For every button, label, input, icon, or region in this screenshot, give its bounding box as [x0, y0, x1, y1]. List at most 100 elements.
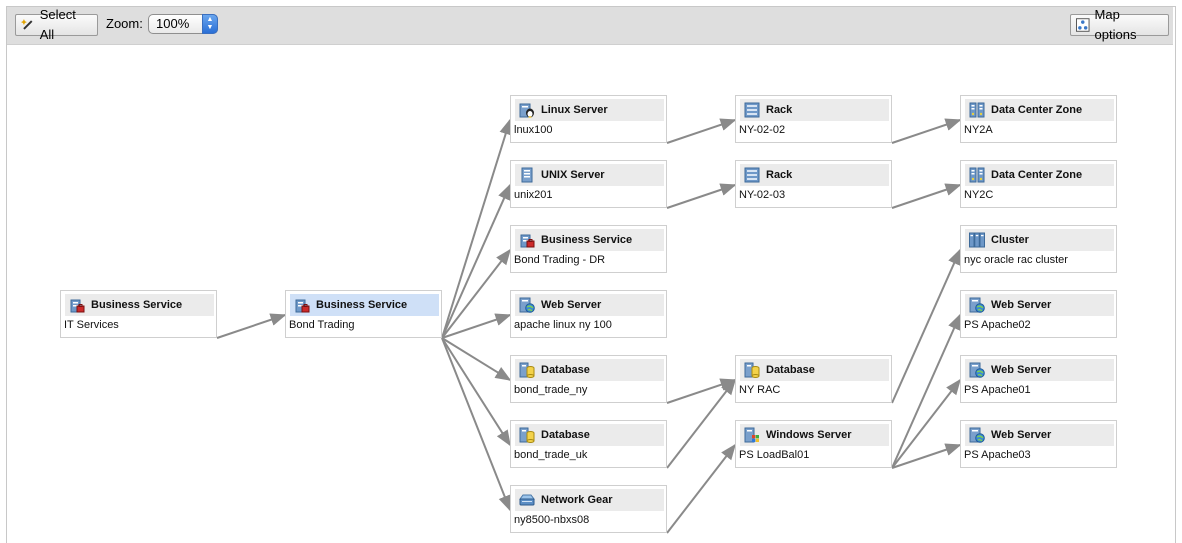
- node-type-label: Business Service: [316, 299, 408, 311]
- edge-rack-2-to-ny2c: [891, 183, 962, 209]
- edge-ny-rac-to-cluster: [891, 248, 961, 404]
- node-header: Web Server: [965, 294, 1114, 316]
- select-all-button[interactable]: Select All: [15, 7, 98, 42]
- zoom-select[interactable]: 100% ▲▼: [148, 14, 218, 34]
- rack-icon: [744, 167, 760, 183]
- node-type-label: Database: [766, 364, 815, 376]
- edge-linux100-to-rack-1: [666, 118, 737, 144]
- edge-bond-trade-ny-to-ny-rac: [666, 378, 737, 404]
- node-cluster[interactable]: Cluster nyc oracle rac cluster: [960, 225, 1117, 273]
- node-header: Windows Server: [740, 424, 889, 446]
- node-header: Network Gear: [515, 489, 664, 511]
- node-header: Business Service: [65, 294, 214, 316]
- node-type-label: Database: [541, 429, 590, 441]
- node-header: Linux Server: [515, 99, 664, 121]
- node-type-label: Web Server: [991, 364, 1052, 376]
- node-type-label: Rack: [766, 169, 793, 181]
- business-service-icon: [520, 234, 535, 248]
- node-type-label: Data Center Zone: [991, 104, 1083, 116]
- database-icon: [744, 362, 760, 378]
- node-apache02[interactable]: Web Server PS Apache02: [960, 290, 1117, 338]
- node-type-label: Cluster: [991, 234, 1029, 246]
- node-header: UNIX Server: [515, 164, 664, 186]
- node-type-label: Database: [541, 364, 590, 376]
- business-service-icon: [295, 299, 310, 313]
- node-type-label: Web Server: [991, 429, 1052, 441]
- node-apache01[interactable]: Web Server PS Apache01: [960, 355, 1117, 403]
- node-type-label: Rack: [766, 104, 793, 116]
- node-apache03[interactable]: Web Server PS Apache03: [960, 420, 1117, 468]
- node-name-label: nyc oracle rac cluster: [964, 254, 1068, 266]
- node-unix201[interactable]: UNIX Server unix201: [510, 160, 667, 208]
- edge-loadbal-to-apache01: [891, 378, 961, 469]
- unix-server-icon: [521, 167, 533, 183]
- node-header: Web Server: [515, 294, 664, 316]
- node-name-label: NY RAC: [739, 384, 781, 396]
- node-header: Cluster: [965, 229, 1114, 251]
- node-type-label: Windows Server: [766, 429, 852, 441]
- node-header: Rack: [740, 99, 889, 121]
- linux-server-icon: [519, 103, 534, 118]
- rack-icon: [744, 102, 760, 118]
- edge-bond-trading-to-apache-linux: [441, 313, 512, 339]
- edge-rack-1-to-ny2a: [891, 118, 962, 144]
- map-options-button[interactable]: Map options: [1070, 7, 1169, 42]
- web-server-icon: [519, 297, 535, 313]
- node-header: Data Center Zone: [965, 99, 1114, 121]
- node-name-label: lnux100: [514, 124, 553, 136]
- zoom-label: Zoom:: [106, 16, 143, 31]
- map-options-icon: [1076, 18, 1090, 32]
- node-name-label: bond_trade_ny: [514, 384, 588, 396]
- select-all-label: Select All: [39, 7, 76, 42]
- node-type-label: UNIX Server: [541, 169, 605, 181]
- node-name-label: ny8500-nbxs08: [514, 514, 590, 526]
- node-header: Business Service: [515, 229, 664, 251]
- web-server-icon: [969, 427, 985, 443]
- node-type-label: Linux Server: [541, 104, 608, 116]
- node-name-label: apache linux ny 100: [514, 319, 612, 331]
- node-name-label: NY2A: [964, 124, 993, 136]
- edge-bond-trade-uk-to-ny-rac: [666, 378, 736, 469]
- node-ny8500[interactable]: Network Gear ny8500-nbxs08: [510, 485, 667, 533]
- web-server-icon: [969, 362, 985, 378]
- node-name-label: unix201: [514, 189, 553, 201]
- node-name-label: Bond Trading - DR: [514, 254, 606, 266]
- node-ny-rac[interactable]: Database NY RAC: [735, 355, 892, 403]
- edge-bond-trading-to-linux100: [441, 118, 512, 339]
- node-name-label: PS Apache01: [964, 384, 1031, 396]
- node-name-label: PS Apache02: [964, 319, 1031, 331]
- business-service-icon: [70, 299, 85, 313]
- edge-loadbal-to-apache03: [891, 443, 962, 469]
- node-type-label: Business Service: [91, 299, 183, 311]
- node-name-label: NY-02-02: [739, 124, 786, 136]
- cluster-icon: [969, 232, 985, 248]
- node-header: Business Service: [290, 294, 439, 316]
- edge-it-services-to-bond-trading: [216, 313, 287, 339]
- node-name-label: PS Apache03: [964, 449, 1031, 461]
- node-bond-trade-ny[interactable]: Database bond_trade_ny: [510, 355, 667, 403]
- data-center-zone-icon: [969, 167, 985, 183]
- edge-bond-trading-to-ny8500: [441, 337, 511, 512]
- node-header: Database: [515, 424, 664, 446]
- edge-unix201-to-rack-2: [666, 183, 737, 209]
- node-header: Data Center Zone: [965, 164, 1114, 186]
- node-apache-linux[interactable]: Web Server apache linux ny 100: [510, 290, 667, 338]
- data-center-zone-icon: [969, 102, 985, 118]
- node-name-label: Bond Trading: [289, 319, 355, 331]
- node-header: Database: [740, 359, 889, 381]
- node-type-label: Web Server: [991, 299, 1052, 311]
- node-type-label: Web Server: [541, 299, 602, 311]
- node-type-label: Network Gear: [541, 494, 613, 506]
- toolbar: Select All Zoom: 100% ▲▼ Map options: [7, 7, 1173, 45]
- node-linux100[interactable]: Linux Server lnux100: [510, 95, 667, 143]
